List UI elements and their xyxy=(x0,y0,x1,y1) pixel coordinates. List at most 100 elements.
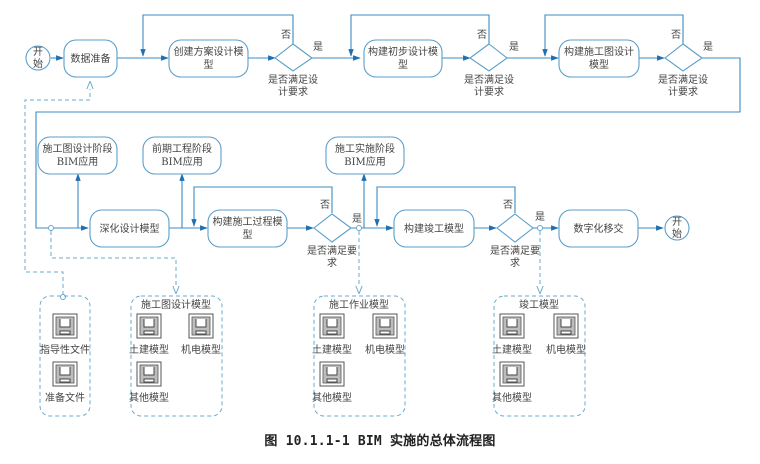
node-early-bim-app[interactable]: 前期工程阶段 BIM应用 xyxy=(142,136,222,175)
d2-yes-label: 是 xyxy=(509,41,519,53)
junction-dot xyxy=(48,225,54,231)
d5-no-label: 否 xyxy=(503,199,513,211)
prelim-model-label-2: 型 xyxy=(398,58,408,71)
cd-model-item-3: 其他模型 xyxy=(129,391,169,404)
decision-labels: 是否满足设 计要求 否 是 是否满足设 计要求 否 是 是否满足设 计要求 否 … xyxy=(268,29,713,269)
document-icon xyxy=(372,313,398,339)
d1-no-label: 否 xyxy=(281,29,291,41)
repo-guide-docs[interactable]: 指导性文件 准备文件 xyxy=(39,295,91,417)
junction-dot xyxy=(537,225,543,231)
digital-handover-label: 数字化移交 xyxy=(574,222,624,235)
start-label-1: 开 xyxy=(33,47,43,58)
cd-model-label-1: 构建施工图设计 xyxy=(564,45,634,58)
node-impl-bim-app[interactable]: 施工实施阶段 BIM应用 xyxy=(325,136,405,175)
document-icon xyxy=(499,313,525,339)
d1-question-1: 是否满足设 xyxy=(268,74,318,86)
d4-no-label: 否 xyxy=(320,199,330,211)
d3-no-label: 否 xyxy=(671,29,681,41)
decision-d1[interactable] xyxy=(274,43,313,72)
document-icon xyxy=(52,313,78,339)
node-data-prep[interactable]: 数据准备 xyxy=(63,39,118,78)
asbuilt-model-item-2: 机电模型 xyxy=(546,343,586,356)
work-model-item-1: 土建模型 xyxy=(312,343,352,356)
early-bim-app-label-1: 前期工程阶段 xyxy=(152,142,212,155)
d4-question-2: 求 xyxy=(327,257,337,269)
node-process-model[interactable]: 构建施工过程模 型 xyxy=(207,209,288,248)
document-icon xyxy=(136,361,162,387)
d1-yes-label: 是 xyxy=(313,41,323,53)
edge-d5-no-loop xyxy=(374,186,516,227)
scheme-model-label-1: 创建方案设计模 xyxy=(174,45,244,58)
asbuilt-model-repo-title: 竣工模型 xyxy=(519,298,559,311)
node-digital-handover[interactable]: 数字化移交 xyxy=(558,209,639,248)
d5-yes-label: 是 xyxy=(535,211,545,223)
document-icon xyxy=(319,361,345,387)
work-model-repo-title: 施工作业模型 xyxy=(329,298,389,311)
document-icon xyxy=(499,361,525,387)
d3-yes-label: 是 xyxy=(703,41,713,53)
deepen-model-label: 深化设计模型 xyxy=(100,222,160,235)
edge-d1-no-loop xyxy=(140,14,294,57)
cd-model-item-2: 机电模型 xyxy=(181,343,221,356)
dash-guide-to-dataprep xyxy=(24,82,90,295)
d3-question-2: 计要求 xyxy=(668,85,698,98)
dash-deepen-to-cdmodel xyxy=(50,231,176,293)
repo-work-model[interactable]: 施工作业模型 土建模型 机电模型 其他模型 xyxy=(312,295,406,417)
document-icon xyxy=(553,313,579,339)
process-model-label-1: 构建施工过程模 xyxy=(213,215,283,228)
end-label-1: 开 xyxy=(672,217,682,228)
node-deepen-model[interactable]: 深化设计模型 xyxy=(89,209,170,248)
cd-model-label-2: 模型 xyxy=(589,58,609,71)
cd-model-item-1: 土建模型 xyxy=(129,343,169,356)
d5-question-2: 求 xyxy=(510,257,520,269)
edge-d3-no-loop xyxy=(542,14,684,57)
d3-question-1: 是否满足设 xyxy=(658,74,708,86)
node-as-built-model[interactable]: 构建竣工模型 xyxy=(393,209,475,248)
figure-caption: 图 10.1.1-1 BIM 实施的总体流程图 xyxy=(264,434,496,449)
prelim-model-label-1: 构建初步设计模 xyxy=(368,45,438,58)
guide-docs-item-1: 指导性文件 xyxy=(40,343,90,356)
end-node[interactable]: 开 始 xyxy=(664,215,690,241)
node-scheme-model[interactable]: 创建方案设计模 型 xyxy=(168,39,249,78)
decision-d5[interactable] xyxy=(496,213,534,243)
dashed-connectors xyxy=(24,82,540,295)
cd-bim-app-label-2: BIM应用 xyxy=(57,155,99,168)
d2-question-2: 计要求 xyxy=(474,85,504,98)
early-bim-app-label-2: BIM应用 xyxy=(161,155,203,168)
data-prep-label: 数据准备 xyxy=(71,52,111,65)
connectors xyxy=(35,14,741,231)
repo-asbuilt-model[interactable]: 竣工模型 土建模型 机电模型 其他模型 xyxy=(492,295,586,417)
as-built-model-label: 构建竣工模型 xyxy=(404,222,464,235)
document-icon xyxy=(136,313,162,339)
decision-d4[interactable] xyxy=(313,213,352,243)
junction-dots xyxy=(48,225,543,300)
edge-d3-yes-wrap xyxy=(35,57,741,231)
asbuilt-model-item-3: 其他模型 xyxy=(492,391,532,404)
start-label-2: 始 xyxy=(33,57,43,70)
junction-dot xyxy=(60,294,66,300)
work-model-item-2: 机电模型 xyxy=(365,343,405,356)
nodes: 开 始 数据准备 创建方案设计模 型 构建初步设计模 型 构建施工图设计 模型 xyxy=(25,39,690,248)
cd-bim-app-label-1: 施工图设计阶段 xyxy=(43,142,113,155)
junction-dot xyxy=(356,225,362,231)
repo-cd-model[interactable]: 施工图设计模型 土建模型 机电模型 其他模型 xyxy=(129,295,223,417)
d4-question-1: 是否满足要 xyxy=(307,245,357,257)
d5-question-1: 是否满足要 xyxy=(490,245,540,257)
scheme-model-label-2: 型 xyxy=(204,58,214,71)
decision-d3[interactable] xyxy=(664,43,703,72)
node-prelim-model[interactable]: 构建初步设计模 型 xyxy=(363,39,443,78)
start-node[interactable]: 开 始 xyxy=(25,45,51,71)
document-icon xyxy=(52,361,78,387)
decisions xyxy=(274,43,703,243)
edge-d4-no-loop xyxy=(191,186,333,227)
asbuilt-model-item-1: 土建模型 xyxy=(492,343,532,356)
node-cd-bim-app[interactable]: 施工图设计阶段 BIM应用 xyxy=(37,136,118,175)
decision-d2[interactable] xyxy=(469,43,508,72)
guide-docs-item-2: 准备文件 xyxy=(45,391,85,404)
end-label-2: 始 xyxy=(672,227,682,240)
repositories: 指导性文件 准备文件 施工图设计模型 土建模型 机电模型 xyxy=(39,295,586,417)
process-model-label-2: 型 xyxy=(243,228,253,241)
cd-model-repo-title: 施工图设计模型 xyxy=(141,298,211,311)
node-construction-drawing-model[interactable]: 构建施工图设计 模型 xyxy=(558,39,640,78)
